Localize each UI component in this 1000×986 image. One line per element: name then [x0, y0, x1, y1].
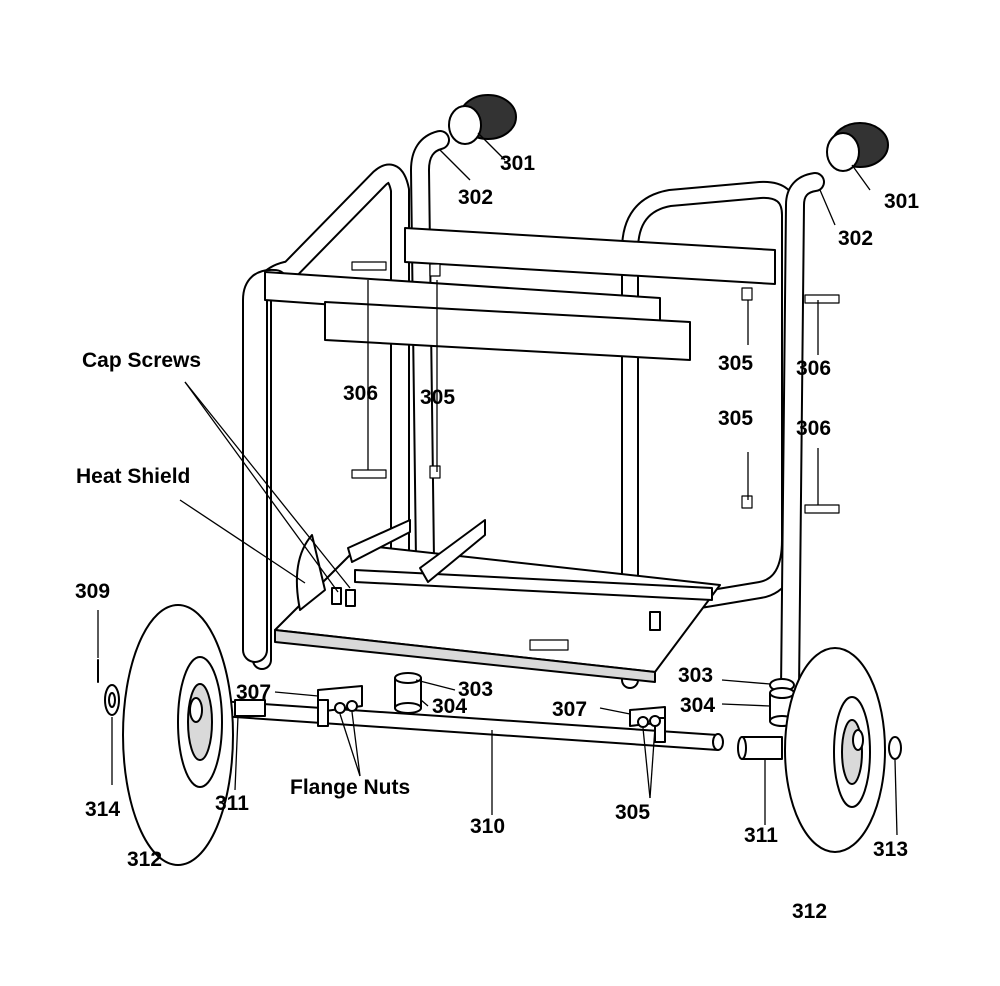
label-305-right-upper: 305: [718, 352, 753, 375]
label-303-left: 303: [458, 678, 493, 701]
ring-313: [888, 736, 902, 760]
label-302-right: 302: [838, 227, 873, 250]
bolts-left: [351, 261, 441, 479]
grip-right: [826, 122, 889, 172]
label-301-left: 301: [500, 152, 535, 175]
rear-crossbar: [354, 569, 713, 601]
bushing-left: [394, 672, 422, 714]
handle-tube-left: [410, 130, 450, 570]
wheel-left: [122, 604, 234, 866]
label-302-left: 302: [458, 186, 493, 209]
label-309: 309: [75, 580, 110, 603]
label-306-right-lower: 306: [796, 417, 831, 440]
cap-screws: [331, 587, 661, 631]
wheel-right: [784, 647, 886, 853]
heat-shield: [295, 534, 326, 611]
base-bracket-right: [419, 519, 486, 583]
labels: 301 301 302 302 Cap Screws Heat Shield 3…: [75, 152, 919, 923]
washer-314: [104, 684, 120, 716]
upper-rail-rear: [404, 227, 776, 285]
grip-left: [448, 94, 517, 145]
label-cap-screws: Cap Screws: [82, 349, 201, 372]
label-313: 313: [873, 838, 908, 861]
frame-right-loop: [621, 180, 799, 689]
label-303-right: 303: [678, 664, 713, 687]
label-307-right: 307: [552, 698, 587, 721]
handle-tube-right: [780, 172, 825, 700]
label-311-left: 311: [215, 792, 249, 815]
label-305-axle: 305: [615, 801, 650, 824]
label-306-right-upper: 306: [796, 357, 831, 380]
label-305-left: 305: [420, 386, 455, 409]
axle-spacer-left: [234, 699, 266, 717]
label-304-right: 304: [680, 694, 715, 717]
label-304-left: 304: [432, 695, 467, 718]
label-311-right: 311: [744, 824, 778, 847]
axle-spacer-right: [737, 736, 783, 760]
bolts-right: [741, 287, 840, 514]
label-heat-shield: Heat Shield: [76, 465, 190, 488]
label-312-right: 312: [792, 900, 827, 923]
label-306-left: 306: [343, 382, 378, 405]
label-314: 314: [85, 798, 120, 821]
axle-bracket-right: [629, 706, 666, 743]
label-flange-nuts: Flange Nuts: [290, 776, 410, 799]
label-310: 310: [470, 815, 505, 838]
leader-lines: [97, 132, 898, 836]
middle-rail: [324, 301, 691, 361]
axle-bracket-left: [317, 685, 363, 727]
label-301-right: 301: [884, 190, 919, 213]
base-bracket-left: [347, 519, 411, 563]
label-312-left: 312: [127, 848, 162, 871]
label-307-left: 307: [236, 681, 271, 704]
label-305-right-lower: 305: [718, 407, 753, 430]
